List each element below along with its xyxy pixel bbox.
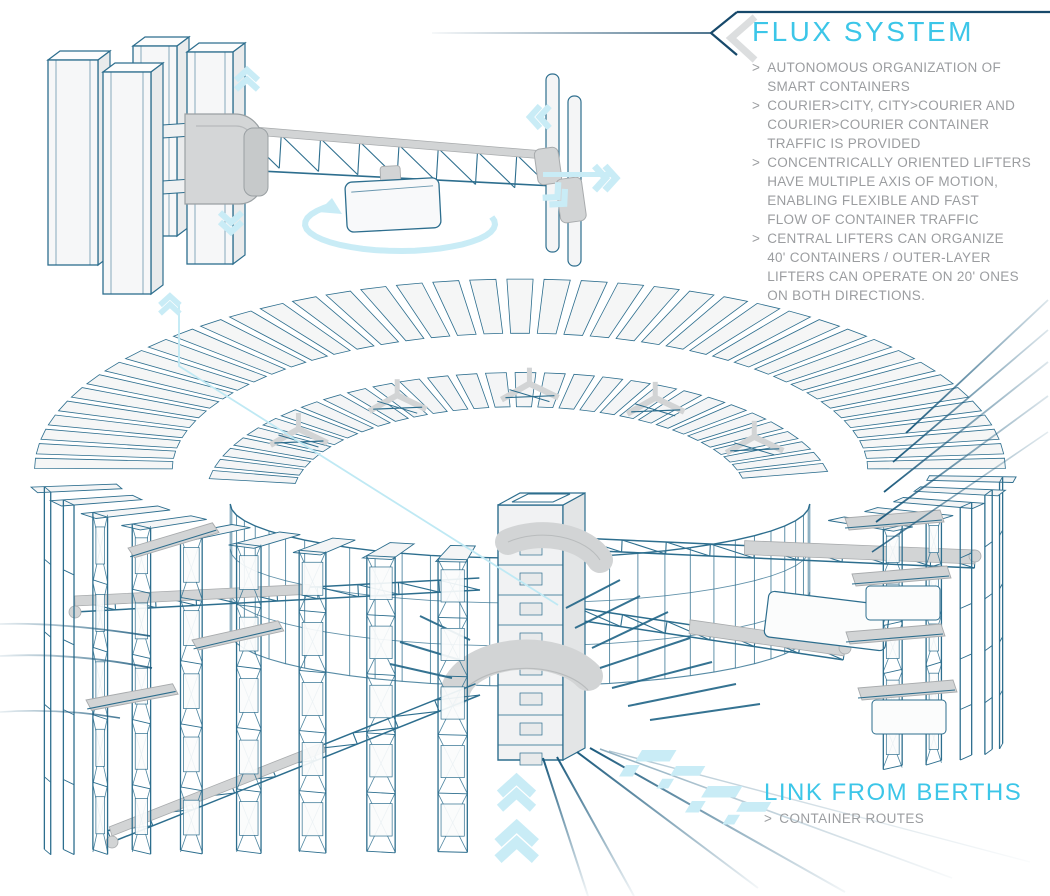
page-title: FLUX SYSTEM <box>752 16 974 47</box>
bullet-line: TRAFFIC IS PROVIDED <box>767 136 921 151</box>
bullet-line: AUTONOMOUS ORGANIZATION OF <box>767 60 1001 75</box>
bullet-line: COURIER>COURIER CONTAINER <box>767 117 990 132</box>
bullet-courier: > COURIER>CITY, CITY>COURIER AND COURIER… <box>752 96 1050 153</box>
berths-title: LINK FROM BERTHS <box>764 779 1023 806</box>
route-lines-and-chevrons <box>0 10 1050 896</box>
lifter-detail-drawing <box>46 35 621 296</box>
bullet-line: FLOW OF CONTAINER TRAFFIC <box>767 212 979 227</box>
bullet-marker: > <box>752 231 761 246</box>
bullet-line: ENABLING FLEXIBLE AND FAST <box>767 193 980 208</box>
bullet-concentric: > CONCENTRICALLY ORIENTED LIFTERS HAVE M… <box>752 153 1050 229</box>
bullet-marker: > <box>752 98 761 113</box>
bullet-line: HAVE MULTIPLE AXIS OF MOTION, <box>767 174 999 189</box>
bullet-line: SMART CONTAINERS <box>767 79 911 94</box>
bullet-line: CENTRAL LIFTERS CAN ORGANIZE <box>767 231 1004 246</box>
ring-structure <box>34 278 1006 687</box>
berths-subtitle-text: CONTAINER ROUTES <box>779 811 925 826</box>
bullet-central-lifters: > CENTRAL LIFTERS CAN ORGANIZE 40' CONTA… <box>752 229 1050 305</box>
link-from-berths-panel: LINK FROM BERTHS > CONTAINER ROUTES <box>764 779 1044 826</box>
bullet-line: ON BOTH DIRECTIONS. <box>767 288 926 303</box>
bullet-autonomous: > AUTONOMOUS ORGANIZATION OF SMART CONTA… <box>752 58 1050 96</box>
flux-system-panel: FLUX SYSTEM > AUTONOMOUS ORGANIZATION OF… <box>752 16 1050 305</box>
gray-lifters <box>85 367 958 735</box>
bullet-marker: > <box>752 60 761 75</box>
bullet-line: 40' CONTAINERS / OUTER-LAYER <box>767 250 991 265</box>
bullet-marker: > <box>764 811 773 826</box>
bullet-line: LIFTERS CAN OPERATE ON 20' ONES <box>767 269 1019 284</box>
bullet-line: CONCENTRICALLY ORIENTED LIFTERS <box>767 155 1032 170</box>
front-racks <box>29 475 1017 856</box>
bullet-line: COURIER>CITY, CITY>COURIER AND <box>767 98 1016 113</box>
berths-subtitle: > CONTAINER ROUTES <box>764 811 1044 826</box>
bullet-marker: > <box>752 155 761 170</box>
